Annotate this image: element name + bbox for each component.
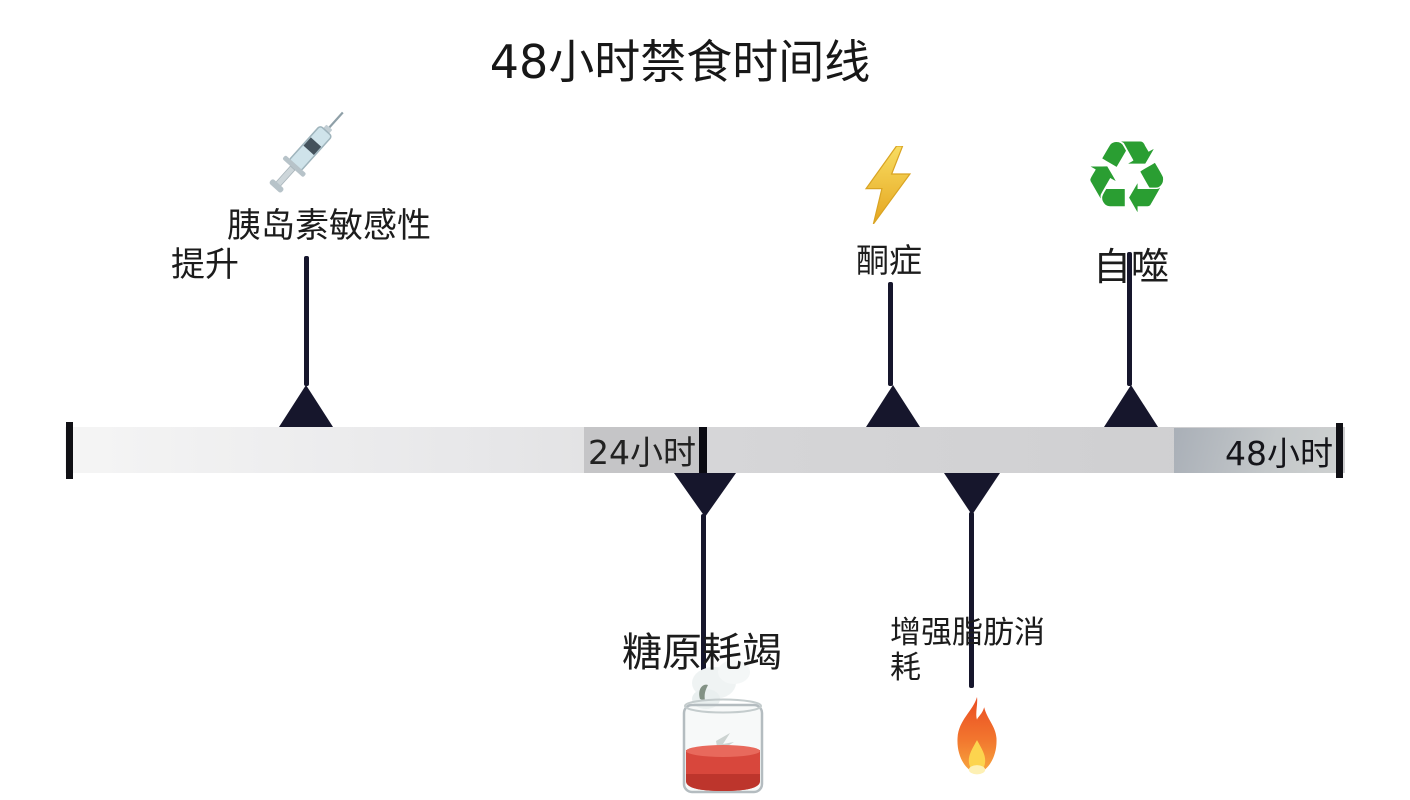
fat-burn-label: 增强脂肪消耗 (890, 615, 1045, 686)
label-48h: 48小时 (1174, 428, 1336, 473)
page-title: 48小时禁食时间线 (489, 35, 871, 89)
marker-stem-ketosis (888, 282, 893, 386)
syringe-icon (266, 106, 350, 196)
marker-triangle-ketosis (866, 385, 920, 427)
marker-stem-fatburn (969, 512, 974, 688)
tick-24h (699, 427, 707, 473)
autophagy-label: 自噬 (1093, 245, 1170, 289)
insulin-sensitivity-label: 胰岛素敏感性 (227, 206, 431, 246)
marker-stem-insulin (304, 256, 309, 386)
marker-stem-autophagy (1127, 252, 1132, 386)
marker-stem-glycogen (701, 514, 706, 696)
recycle-icon: ♻ (1082, 119, 1172, 236)
lightning-icon (861, 145, 915, 228)
tick-start (66, 422, 73, 479)
glycogen-label: 糖原耗竭 (622, 630, 782, 676)
beaker-icon (676, 655, 770, 799)
label-24h: 24小时 (584, 427, 702, 473)
fire-icon (946, 695, 1008, 783)
marker-triangle-insulin (279, 385, 333, 427)
marker-triangle-glycogen (674, 473, 736, 517)
tick-48h (1336, 423, 1343, 478)
marker-triangle-autophagy (1104, 385, 1158, 427)
ketosis-label: 酮症 (856, 241, 922, 280)
marker-triangle-fatburn (944, 473, 1000, 515)
insulin-sensitivity-label-line2: 提升 (171, 245, 239, 285)
